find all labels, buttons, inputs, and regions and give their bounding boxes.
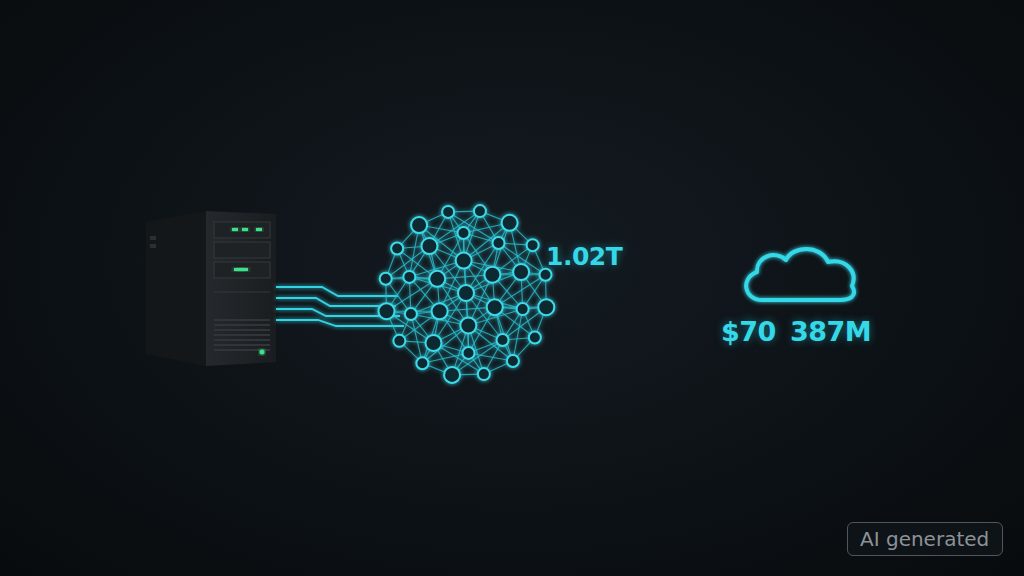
network-node	[478, 368, 490, 380]
network-link	[422, 353, 468, 363]
network-node	[380, 273, 392, 285]
led	[234, 268, 248, 271]
server-side	[146, 211, 206, 366]
grille-bar	[214, 319, 270, 321]
led	[260, 350, 265, 355]
server-tower	[146, 211, 276, 366]
watermark-text: AI generated	[860, 529, 990, 549]
network-node	[432, 303, 448, 319]
network-node	[393, 335, 405, 347]
network-node	[497, 334, 509, 346]
server-front	[206, 211, 276, 366]
network-node	[460, 317, 476, 333]
network-node	[405, 308, 417, 320]
network-node	[391, 243, 403, 255]
vent-grille	[214, 320, 270, 350]
network-node	[442, 206, 454, 218]
value-label: 1.02T	[546, 242, 622, 271]
network-node	[513, 264, 529, 280]
network-links	[386, 211, 547, 375]
network-link	[448, 212, 498, 243]
wire	[276, 298, 396, 306]
network-node	[484, 267, 500, 283]
network-node	[429, 271, 445, 287]
network-node	[502, 215, 518, 231]
network-node	[493, 237, 505, 249]
value-label: $70	[721, 316, 776, 347]
link-line	[553, 291, 713, 293]
wire	[276, 320, 404, 326]
network-link	[386, 279, 437, 311]
network-node	[474, 205, 486, 217]
network-node	[462, 347, 474, 359]
network-link	[513, 309, 523, 361]
network-node	[458, 227, 470, 239]
network-node	[527, 239, 539, 251]
server-vent	[150, 236, 156, 240]
network-node	[444, 367, 460, 383]
wires	[276, 287, 404, 326]
led	[242, 228, 248, 231]
network-node	[507, 355, 519, 367]
grille-bar	[214, 324, 270, 326]
network-node	[416, 357, 428, 369]
network-node	[458, 285, 474, 301]
grille-bar	[214, 334, 270, 336]
grille-bar	[214, 329, 270, 331]
network-node	[411, 217, 427, 233]
drive-bay	[214, 262, 270, 278]
server-vent	[150, 244, 156, 248]
led	[232, 228, 238, 231]
network-node	[403, 271, 415, 283]
network-node	[425, 335, 441, 351]
network-node	[529, 331, 541, 343]
network-sphere	[378, 205, 554, 383]
wire	[276, 287, 398, 296]
network-node	[487, 299, 503, 315]
grille-bar	[214, 344, 270, 346]
network-node	[378, 303, 394, 319]
cloud-icon	[746, 249, 854, 300]
watermark-box: AI generated	[847, 522, 1003, 556]
network-link	[411, 314, 423, 363]
led	[256, 228, 262, 231]
network-node	[456, 253, 472, 269]
network-node	[538, 299, 554, 315]
drive-bay	[214, 242, 270, 258]
grille-bar	[214, 339, 270, 341]
value-label: 387M	[790, 316, 871, 347]
network-node	[421, 238, 437, 254]
panel-line	[214, 292, 270, 293]
network-node	[517, 303, 529, 315]
drive-bay	[214, 222, 270, 238]
